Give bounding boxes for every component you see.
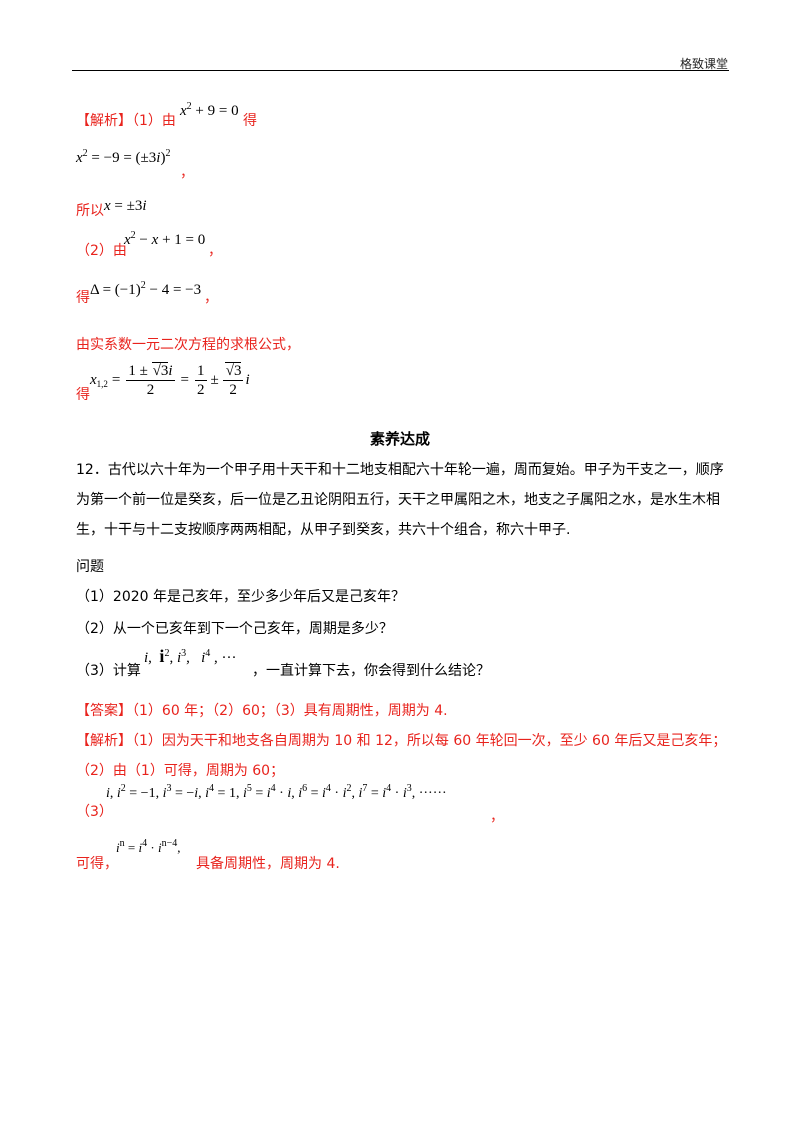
header-brand: 格致课堂 (679, 57, 728, 71)
question-2: （2）从一个已亥年到下一个己亥年，周期是多少？ (76, 621, 393, 637)
answer-tag: 【答案】 (76, 703, 132, 719)
question-label: 问题 (76, 559, 104, 575)
analysis2-line-2: （2）由（1）可得，周期为 60； (76, 763, 285, 779)
de-2: 得 (76, 387, 90, 403)
analysis-part2-prefix: （2）由 (76, 243, 127, 259)
analysis2-text-1: （1）因为天干和地支各自周期为 10 和 12，所以每 60 年轮回一次，至少 … (132, 733, 727, 749)
comma-4: ， (490, 809, 504, 825)
analysis2-tag: 【解析】 (76, 733, 132, 749)
de-1: 得 (76, 290, 90, 306)
comma-1: ， (180, 165, 194, 181)
analysis2-line-4-prefix: 可得， (76, 856, 118, 872)
answer-text: （1）60 年；（2）60；（3）具有周期性，周期为 4. (132, 703, 448, 719)
header-divider (72, 70, 729, 71)
analysis-part1-prefix: （1）由 (132, 113, 176, 129)
problem-statement: 12．古代以六十年为一个甲子用十天干和十二地支相配六十年轮一遍，周而复始。甲子为… (76, 462, 724, 538)
analysis2-line-1: 【解析】（1）因为天干和地支各自周期为 10 和 12，所以每 60 年轮回一次… (76, 730, 726, 750)
comma-2: ， (208, 243, 222, 259)
answer-line: 【答案】（1）60 年；（2）60；（3）具有周期性，周期为 4. (76, 700, 448, 720)
question-3-prefix: （3）计算 (76, 663, 141, 679)
analysis2-line-4-suffix: 具备周期性，周期为 4. (196, 856, 340, 872)
analysis2-line-3-prefix: （3） (76, 804, 113, 820)
equation-x2-equals-minus9: x2 = −9 = (±3i)2 (76, 148, 171, 167)
conclusion-prefix: 所以 (76, 203, 104, 219)
question-3-suffix: ，一直计算下去，你会得到什么结论？ (252, 663, 490, 679)
analysis-tag: 【解析】 (76, 113, 132, 129)
formula-intro: 由实系数一元二次方程的求根公式， (76, 337, 300, 353)
analysis-part1-suffix: 得 (243, 113, 257, 129)
equation-x2-minus-x-plus-1: x2 − x + 1 = 0 (124, 230, 206, 249)
question-1: （1）2020 年是己亥年，至少多少年后又是己亥年？ (76, 589, 405, 605)
equation-in-periodic: in = i4 · in−4, (116, 838, 181, 856)
equation-discriminant: Δ = (−1)2 − 4 = −3 (90, 280, 202, 299)
analysis-line-1: 【解析】（1）由 (76, 110, 176, 130)
comma-3: ， (204, 290, 218, 306)
powers-of-i-sequence: i, i2, i3, i4 , ··· (144, 646, 237, 666)
powers-of-i-derivation: i, i2 = −1, i3 = −i, i4 = 1, i5 = i4 · i… (106, 783, 447, 802)
section-title: 素养达成 (369, 430, 430, 448)
equation-x-equals-pm3i: x = ±3i (104, 198, 147, 214)
equation-x2-plus-9: x2 + 9 = 0 (180, 101, 239, 120)
